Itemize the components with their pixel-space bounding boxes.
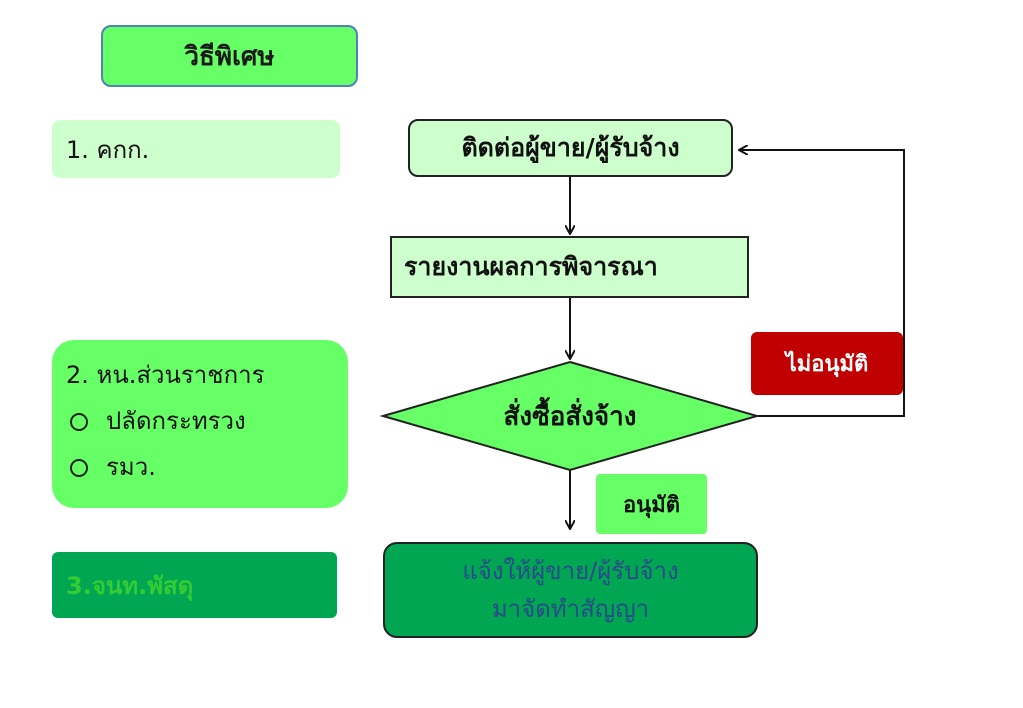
decision-diamond <box>379 360 761 472</box>
role-agency-item: รมว. <box>66 444 334 490</box>
approve-badge: อนุมัติ <box>596 474 707 534</box>
flow-node-decision-label: สั่งซื้อสั่งจ้าง <box>503 401 637 432</box>
circle-bullet-icon <box>70 413 88 431</box>
flow-node-notify-line1: แจ้งให้ผู้ขาย/ผู้รับจ้าง <box>462 557 679 585</box>
flow-node-notify: แจ้งให้ผู้ขาย/ผู้รับจ้าง มาจัดทำสัญญา <box>383 542 758 638</box>
flow-node-notify-line2: มาจัดทำสัญญา <box>491 595 650 623</box>
role-agency-head-label: 2. หน.ส่วนราชการ <box>66 361 265 389</box>
flow-node-report: รายงานผลการพิจารณา <box>390 236 749 298</box>
role-procurement-officer: 3.จนท.พัสดุ <box>52 552 337 618</box>
flow-node-contact: ติดต่อผู้ขาย/ผู้รับจ้าง <box>408 119 733 177</box>
diagram-title: วิธีพิเศษ <box>101 25 358 87</box>
role-committee-label: 1. คกก. <box>66 135 150 164</box>
flow-node-report-label: รายงานผลการพิจารณา <box>404 252 658 281</box>
role-committee: 1. คกก. <box>52 120 340 178</box>
reject-badge: ไม่อนุมัติ <box>751 332 903 395</box>
role-agency-item: ปลัดกระทรวง <box>66 398 334 444</box>
flow-node-contact-label: ติดต่อผู้ขาย/ผู้รับจ้าง <box>461 133 680 162</box>
role-agency-item-label: ปลัดกระทรวง <box>106 407 246 435</box>
role-agency-item-label: รมว. <box>106 453 156 481</box>
role-agency-head: 2. หน.ส่วนราชการ ปลัดกระทรวง รมว. <box>52 340 348 508</box>
role-procurement-officer-label: 3.จนท.พัสดุ <box>66 571 194 600</box>
arrow-reject-loop <box>740 150 905 417</box>
circle-bullet-icon <box>70 459 88 477</box>
